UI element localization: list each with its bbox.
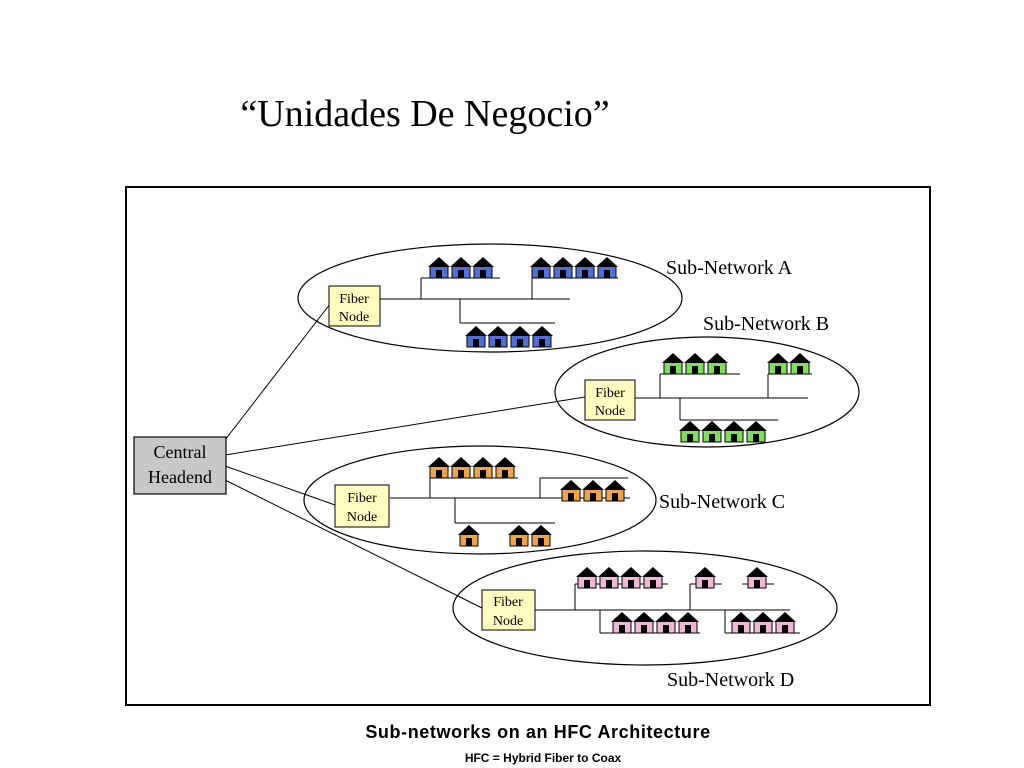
house-icon — [706, 353, 728, 375]
house-icon — [642, 567, 664, 589]
house-icon — [530, 257, 552, 279]
house-icon — [596, 257, 618, 279]
svg-text:Fiber: Fiber — [347, 491, 377, 506]
house-icon — [752, 612, 774, 634]
svg-text:Node: Node — [347, 510, 377, 525]
house-icon — [633, 612, 655, 634]
house-icon — [574, 257, 596, 279]
svg-text:Fiber: Fiber — [493, 595, 523, 610]
house-icon — [620, 567, 642, 589]
subnetwork-c-label: Sub-Network C — [659, 491, 785, 513]
house-icon — [723, 421, 745, 443]
house-icon — [472, 257, 494, 279]
house-icon — [428, 257, 450, 279]
house-icon — [746, 567, 768, 589]
house-icon — [576, 567, 598, 589]
house-icon — [508, 525, 530, 547]
house-icon — [450, 457, 472, 479]
central-headend: Central Headend — [133, 436, 227, 495]
figure-caption: Sub-networks on an HFC Architecture — [365, 722, 711, 742]
svg-text:Fiber: Fiber — [339, 292, 369, 307]
subnetwork-ellipses — [297, 243, 860, 666]
house-icon — [450, 257, 472, 279]
house-icon — [531, 326, 553, 348]
houses — [428, 257, 811, 634]
house-icon — [677, 612, 699, 634]
fiber-node-d: Fiber Node — [481, 589, 536, 631]
house-icon — [598, 567, 620, 589]
svg-text:Node: Node — [493, 614, 523, 629]
fiber-node-c: Fiber Node — [334, 484, 390, 528]
subnetwork-b-ellipse — [554, 336, 860, 448]
house-icon — [789, 353, 811, 375]
svg-text:Node: Node — [595, 404, 625, 419]
house-icon — [655, 612, 677, 634]
fiber-links — [224, 303, 586, 609]
house-icon — [679, 421, 701, 443]
house-icon — [509, 326, 531, 348]
headend-label-line2: Headend — [148, 467, 212, 487]
figure-subcaption: HFC = Hybrid Fiber to Coax — [464, 751, 622, 765]
house-icon — [701, 421, 723, 443]
house-icon — [458, 525, 480, 547]
svg-text:Fiber: Fiber — [595, 386, 625, 401]
house-icon — [604, 480, 626, 502]
house-icon — [530, 525, 552, 547]
subnetwork-d-label: Sub-Network D — [667, 669, 794, 691]
house-icon — [767, 353, 789, 375]
house-icon — [465, 326, 487, 348]
house-icon — [662, 353, 684, 375]
subnetwork-c-ellipse — [303, 445, 657, 555]
house-icon — [472, 457, 494, 479]
slide-title: “Unidades De Negocio” — [240, 93, 610, 135]
house-icon — [684, 353, 706, 375]
house-icon — [694, 567, 716, 589]
subnetwork-b-label: Sub-Network B — [703, 313, 829, 335]
house-icon — [494, 457, 516, 479]
subnetwork-d-ellipse — [452, 550, 838, 666]
headend-label-line1: Central — [154, 442, 207, 462]
house-icon — [560, 480, 582, 502]
house-icon — [774, 612, 796, 634]
house-icon — [582, 480, 604, 502]
fiber-node-b: Fiber Node — [584, 379, 636, 421]
subnetwork-a-ellipse — [297, 243, 683, 353]
house-icon — [745, 421, 767, 443]
house-icon — [428, 457, 450, 479]
svg-text:Node: Node — [339, 310, 369, 325]
house-icon — [552, 257, 574, 279]
house-icon — [487, 326, 509, 348]
fiber-node-a: Fiber Node — [328, 285, 381, 327]
subnetwork-a-label: Sub-Network A — [666, 257, 793, 279]
house-icon — [730, 612, 752, 634]
house-icon — [611, 612, 633, 634]
